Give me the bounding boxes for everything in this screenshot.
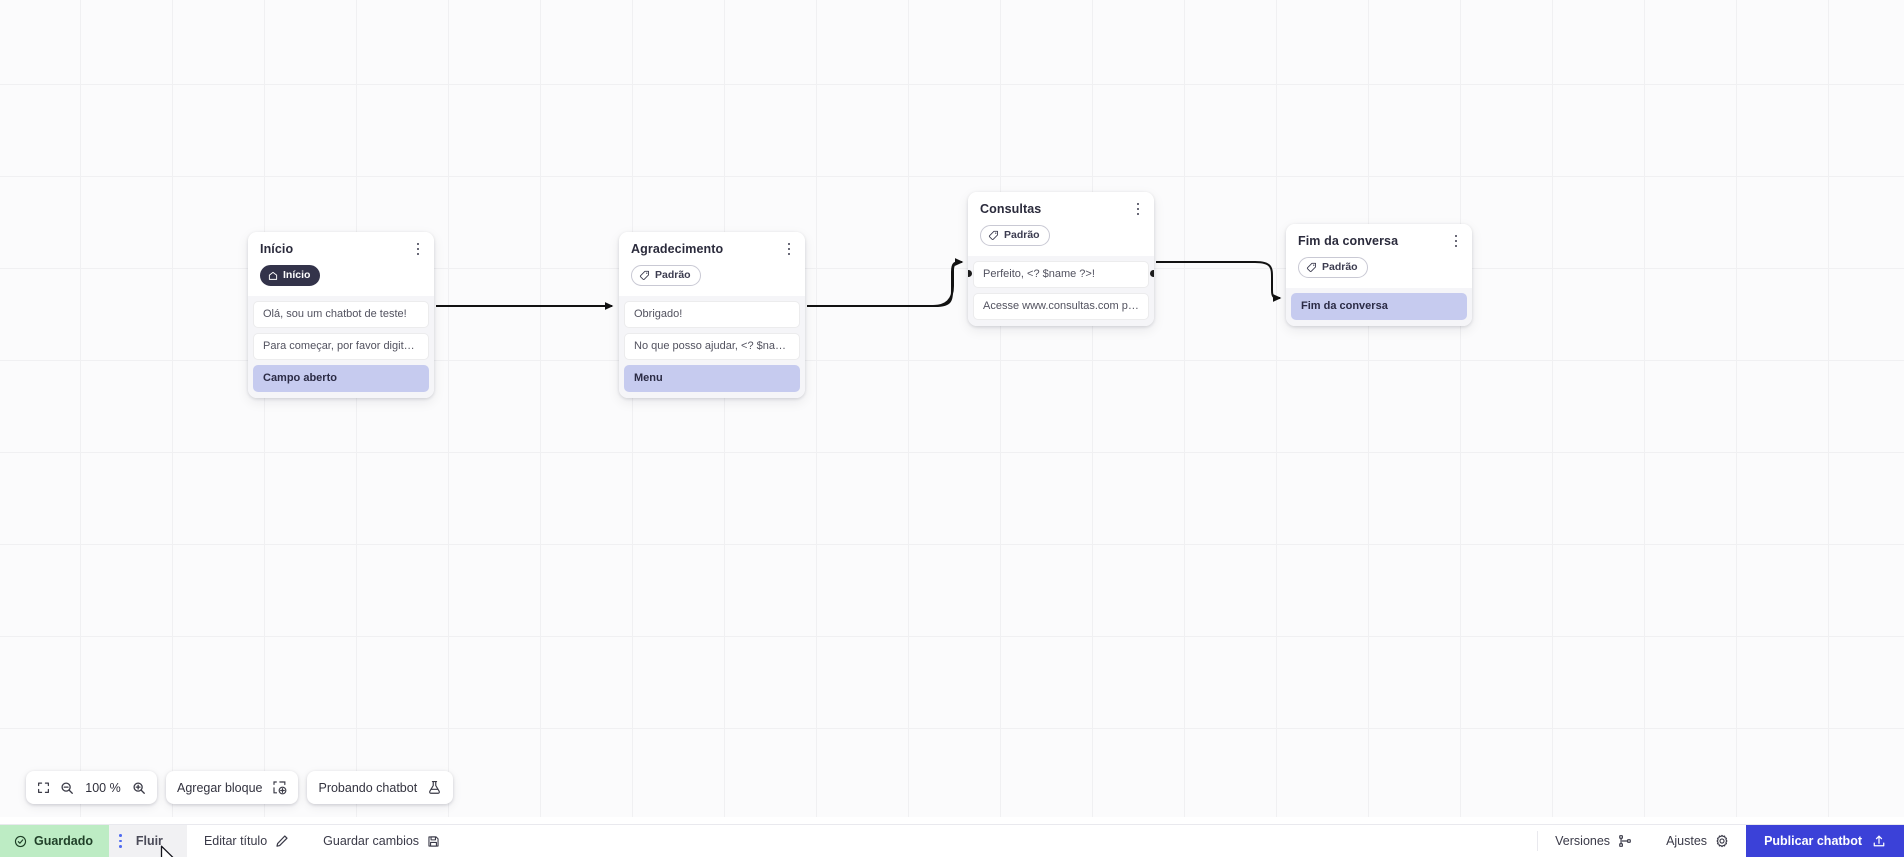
flow-canvas[interactable]: Início Início Olá, sou um chatbot de tes… [0, 0, 1904, 825]
node-body: Perfeito, <? $name ?>! Acesse www.consul… [968, 256, 1154, 326]
tab-fluir[interactable]: Fluir [109, 825, 187, 857]
status-bar: Guardado Fluir Editar título Guardar cam… [0, 824, 1904, 857]
node-header: Agradecimento Padrão [619, 232, 805, 296]
saved-label: Guardado [34, 834, 94, 848]
upload-icon [1872, 834, 1886, 848]
gear-icon [1715, 834, 1729, 848]
node-row-action[interactable]: Fim da conversa [1291, 293, 1467, 320]
status-bar-spacer [457, 825, 1537, 857]
test-chatbot-button[interactable]: Probando chatbot [307, 771, 454, 804]
edge-agradecimento-consultas [807, 258, 964, 307]
zoom-level[interactable]: 100 % [85, 780, 121, 795]
node-badge-default: Padrão [980, 225, 1050, 246]
zoom-controls: 100 % [26, 771, 157, 804]
node-badge-default: Padrão [631, 265, 701, 286]
node-badge-label: Padrão [655, 269, 691, 282]
edit-title-button[interactable]: Editar título [187, 825, 306, 857]
edge-agradecimento-consultas-base [807, 261, 961, 307]
versions-label: Versiones [1555, 834, 1611, 848]
flow-connectors [436, 258, 1282, 310]
pencil-icon [275, 834, 289, 848]
node-title: Fim da conversa [1298, 234, 1399, 248]
node-title: Consultas [980, 202, 1042, 216]
node-agradecimento[interactable]: Agradecimento Padrão Obrigado! No q [619, 232, 805, 398]
edit-title-label: Editar título [203, 834, 268, 848]
node-title: Agradecimento [631, 242, 724, 256]
node-input-port[interactable] [968, 270, 972, 277]
node-body: Fim da conversa [1286, 288, 1472, 326]
save-changes-button[interactable]: Guardar cambios [306, 825, 457, 857]
status-bar-divider [1537, 831, 1539, 851]
test-chatbot-label: Probando chatbot [318, 780, 418, 795]
settings-label: Ajustes [1666, 834, 1708, 848]
node-badge-label: Padrão [1322, 261, 1358, 274]
node-row-message[interactable]: Perfeito, <? $name ?>! [973, 261, 1149, 288]
node-row-action[interactable]: Campo aberto [253, 365, 429, 392]
node-badge-start: Início [260, 265, 321, 286]
node-inicio[interactable]: Início Início Olá, sou um chatbot de tes… [248, 232, 434, 398]
node-consultas[interactable]: Consultas Padrão Perfeito, <? $name ?>! [968, 192, 1154, 326]
node-header: Início Início [248, 232, 434, 296]
node-body: Olá, sou um chatbot de teste! Para começ… [248, 296, 434, 398]
node-badge-label: Início [283, 269, 311, 282]
node-header: Fim da conversa Padrão [1286, 224, 1472, 288]
branch-icon [1618, 834, 1632, 848]
node-menu-button[interactable] [1130, 200, 1146, 218]
publish-label: Publicar chatbot [1764, 834, 1862, 848]
add-block-label: Agregar bloque [177, 780, 263, 795]
node-header: Consultas Padrão [968, 192, 1154, 256]
node-row-message[interactable]: Olá, sou um chatbot de teste! [253, 301, 429, 328]
add-block-button[interactable]: Agregar bloque [166, 771, 299, 804]
check-circle-icon [14, 835, 27, 848]
zoom-out-icon[interactable] [60, 781, 74, 795]
node-row-message[interactable]: Acesse www.consultas.com par... [973, 293, 1149, 320]
node-row-action[interactable]: Menu [624, 365, 800, 392]
node-row-message[interactable]: Obrigado! [624, 301, 800, 328]
node-body: Obrigado! No que posso ajudar, <? $name … [619, 296, 805, 398]
tab-fluir-label: Fluir [135, 834, 163, 848]
flask-icon [427, 780, 442, 795]
node-row-message[interactable]: Para começar, por favor digite o ... [253, 333, 429, 360]
drag-dots-icon [119, 834, 122, 848]
zoom-in-icon[interactable] [132, 781, 146, 795]
versions-button[interactable]: Versiones [1538, 825, 1649, 857]
save-changes-label: Guardar cambios [323, 834, 420, 848]
node-menu-button[interactable] [781, 240, 797, 258]
node-row-message[interactable]: No que posso ajudar, <? $name ... [624, 333, 800, 360]
node-menu-button[interactable] [1448, 232, 1464, 250]
home-icon [268, 271, 278, 281]
settings-button[interactable]: Ajustes [1649, 825, 1746, 857]
tag-icon [639, 270, 650, 281]
node-badge-default: Padrão [1298, 257, 1368, 278]
edge-consultas-fim [1156, 261, 1282, 302]
node-title: Início [260, 242, 294, 256]
node-output-port[interactable] [1150, 270, 1154, 277]
tag-icon [988, 230, 999, 241]
add-block-icon [272, 780, 287, 795]
fit-screen-icon[interactable] [37, 781, 50, 794]
canvas-toolbar: 100 % Agregar bloque [26, 771, 454, 804]
tag-icon [1306, 262, 1317, 273]
publish-chatbot-button[interactable]: Publicar chatbot [1746, 825, 1904, 857]
saved-status-badge: Guardado [0, 825, 110, 857]
node-badge-label: Padrão [1004, 229, 1040, 242]
node-menu-button[interactable] [410, 240, 426, 258]
node-fim-da-conversa[interactable]: Fim da conversa Padrão Fim da conversa [1286, 224, 1472, 326]
save-disk-icon [427, 835, 440, 848]
